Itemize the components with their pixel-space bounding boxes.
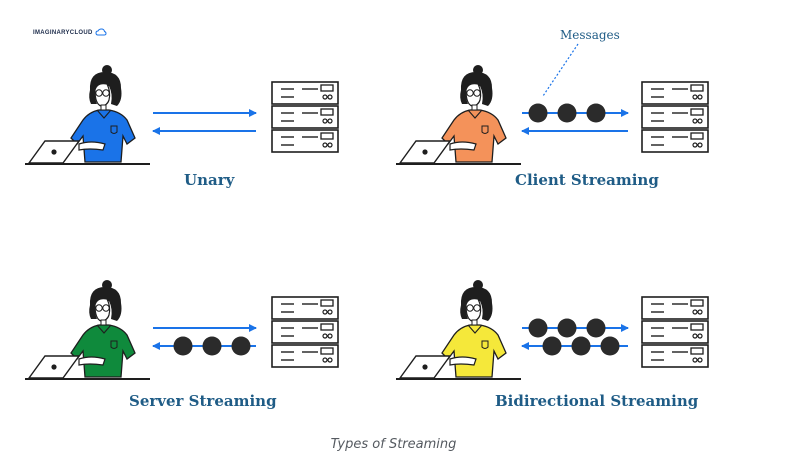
panel-server-streaming xyxy=(25,279,339,380)
server-unit-icon xyxy=(641,296,709,320)
laptop-icon xyxy=(28,140,80,164)
shirt-pocket xyxy=(110,125,118,134)
logo-text: IMAGINARYCLOUD xyxy=(33,30,93,36)
messages-pointer-line xyxy=(542,43,579,97)
server-unit-icon xyxy=(271,320,339,344)
server-unit-icon xyxy=(641,105,709,129)
panel-bidirectional-streaming xyxy=(396,279,709,380)
shirt xyxy=(441,324,507,378)
imaginary-cloud-logo: IMAGINARYCLOUD xyxy=(33,28,107,38)
panel-client-streaming xyxy=(396,64,709,165)
shirt xyxy=(70,324,136,378)
panel-unary xyxy=(25,64,339,165)
laptop-icon xyxy=(399,140,451,164)
shirt-pocket xyxy=(481,340,489,349)
shirt-pocket xyxy=(481,125,489,134)
person-figure xyxy=(441,64,507,163)
shirt-pocket xyxy=(110,340,118,349)
shirt xyxy=(441,109,507,163)
collar xyxy=(96,109,112,119)
panel-label-server-streaming: Server Streaming xyxy=(129,392,277,410)
server-unit-icon xyxy=(641,81,709,105)
collar xyxy=(467,324,483,334)
panel-label-client-streaming: Client Streaming xyxy=(515,171,659,189)
server-unit-icon xyxy=(271,105,339,129)
message-dot xyxy=(528,318,548,338)
server-unit-icon xyxy=(271,296,339,320)
shirt xyxy=(70,109,136,163)
cloud-icon xyxy=(95,28,107,36)
message-dot xyxy=(586,103,606,123)
message-dot xyxy=(231,336,251,356)
message-dot xyxy=(600,336,620,356)
messages-label: Messages xyxy=(560,28,620,42)
message-dot xyxy=(557,103,577,123)
message-dot xyxy=(202,336,222,356)
message-dot xyxy=(557,318,577,338)
message-dot xyxy=(173,336,193,356)
collar xyxy=(467,109,483,119)
panel-label-bidirectional-streaming: Bidirectional Streaming xyxy=(495,392,699,410)
message-dot xyxy=(528,103,548,123)
server-unit-icon xyxy=(271,344,339,368)
message-dot xyxy=(542,336,562,356)
person-figure xyxy=(70,64,136,163)
server-unit-icon xyxy=(641,344,709,368)
server-unit-icon xyxy=(271,129,339,153)
laptop-icon xyxy=(399,355,451,379)
collar xyxy=(96,324,112,334)
server-unit-icon xyxy=(641,129,709,153)
server-unit-icon xyxy=(271,81,339,105)
figure-caption: Types of Streaming xyxy=(330,437,457,452)
person-figure xyxy=(441,279,507,378)
panel-label-unary: Unary xyxy=(184,171,235,189)
person-figure xyxy=(70,279,136,378)
message-dot xyxy=(586,318,606,338)
server-unit-icon xyxy=(641,320,709,344)
message-dot xyxy=(571,336,591,356)
laptop-icon xyxy=(28,355,80,379)
